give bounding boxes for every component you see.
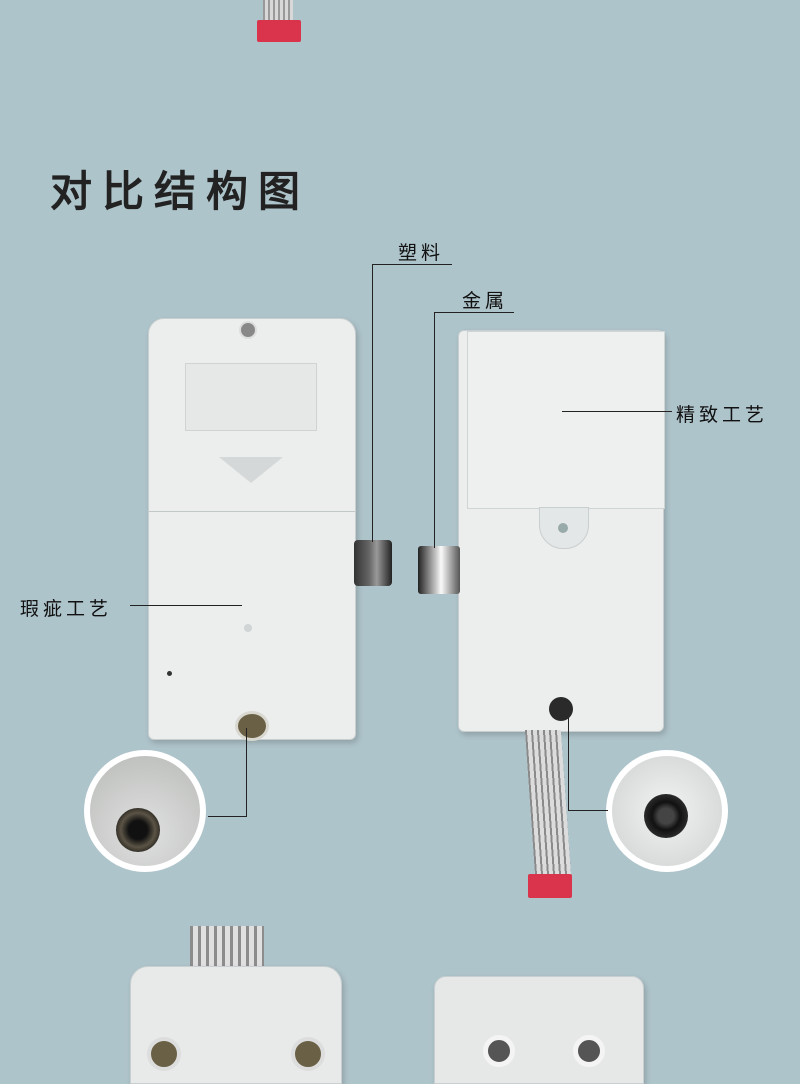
bottom-left-housing (130, 966, 342, 1084)
top-cover (467, 331, 665, 509)
left-detail-circle (84, 750, 206, 872)
cover-seam (149, 511, 355, 512)
label-fine-craft: 精致工艺 (676, 404, 769, 426)
left-lock (148, 318, 356, 741)
plastic-hole (644, 794, 688, 838)
arrow-mark (219, 457, 283, 483)
right-detail-circle (606, 750, 728, 872)
red-connector (528, 874, 572, 898)
label-recess (185, 363, 317, 431)
ribbon-cable (524, 730, 572, 876)
keyhole-tab (539, 507, 589, 549)
label-metal: 金属 (462, 290, 509, 312)
top-connector (255, 0, 301, 46)
metal-latch (418, 546, 460, 594)
bottom-right-housing (434, 976, 644, 1084)
brass-insert (116, 808, 160, 852)
screw-hole (239, 321, 257, 339)
bottom-hole (549, 697, 573, 721)
right-lock (458, 330, 665, 732)
label-flawed-craft: 瑕疵工艺 (20, 598, 113, 620)
small-dot (244, 624, 252, 632)
bottom-hole (235, 711, 269, 741)
keyhole-dot (558, 523, 568, 533)
pin-hole (167, 671, 172, 676)
label-plastic: 塑料 (398, 242, 445, 264)
page-title: 对比结构图 (50, 167, 311, 216)
plastic-latch (354, 540, 392, 586)
